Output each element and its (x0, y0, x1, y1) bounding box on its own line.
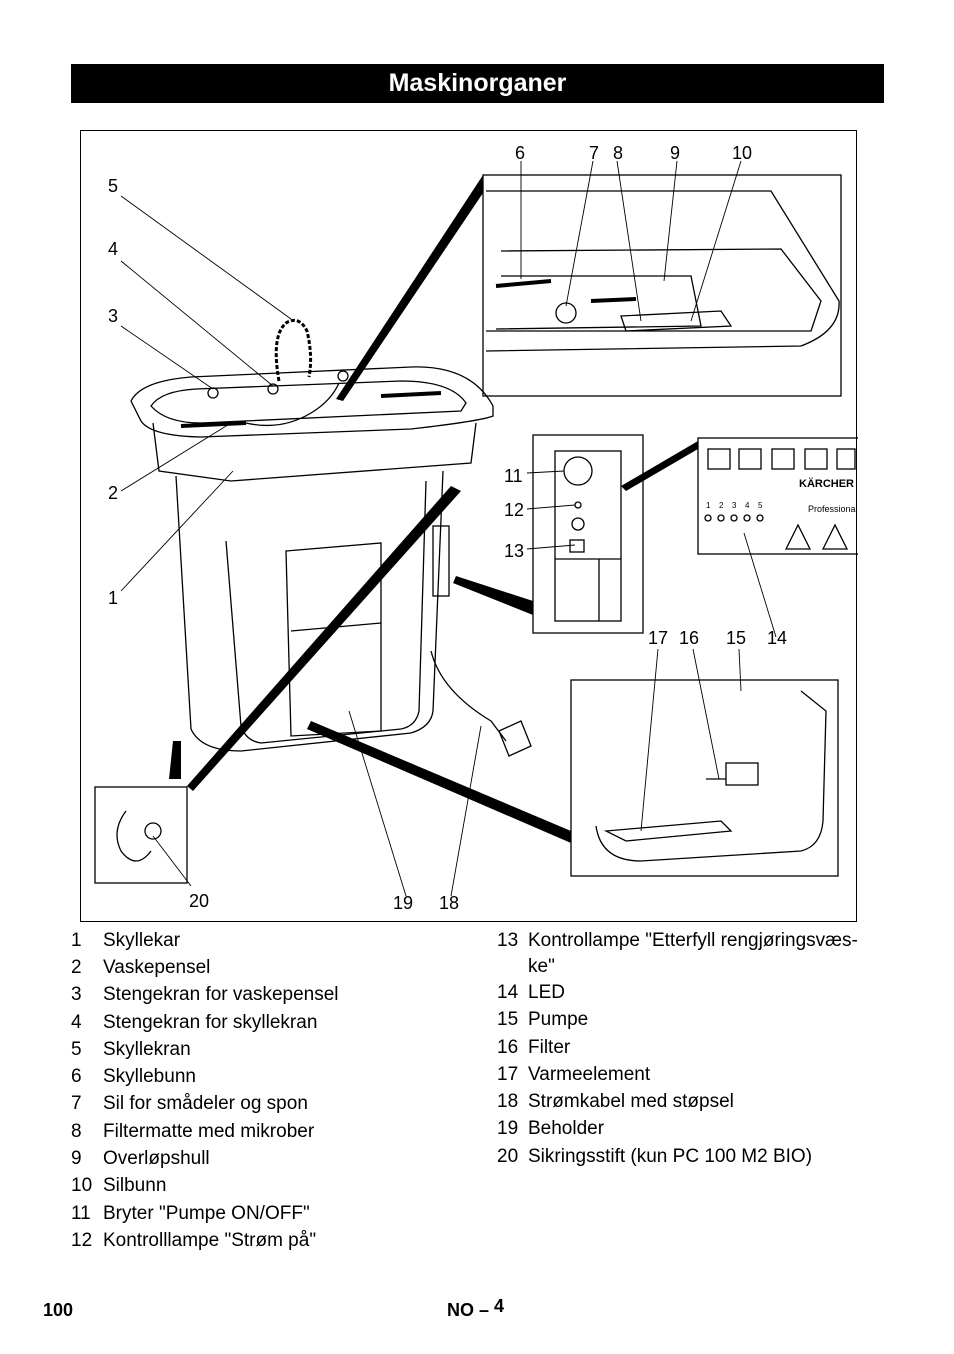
callout-11: 11 (504, 466, 523, 486)
callout-5: 5 (108, 176, 119, 196)
callout-19: 19 (393, 893, 414, 913)
callout-6: 6 (515, 143, 526, 163)
footer-subpage: 4 (494, 1296, 505, 1316)
brand-logo: KÄRCHER (799, 478, 854, 490)
panel-led-number: 2 (719, 501, 724, 510)
footer-section: NO – 4 (447, 1296, 504, 1321)
page-number: 100 (43, 1300, 74, 1320)
callout-4: 4 (108, 239, 119, 259)
callout-13: 13 (504, 541, 525, 561)
callout-7: 7 (589, 143, 600, 163)
footer-dash: – (479, 1300, 490, 1320)
callout-2: 2 (108, 483, 119, 503)
panel-led-number: 5 (758, 501, 763, 510)
callout-12: 12 (504, 500, 525, 520)
machine-illustration: 5 4 3 2 1 6 7 8 9 10 11 12 13 17 16 15 1… (80, 130, 858, 922)
callout-1: 1 (108, 588, 119, 608)
callout-3: 3 (108, 306, 119, 326)
callout-18: 18 (439, 893, 460, 913)
machine-drawing (94, 160, 858, 897)
panel-led-number: 3 (732, 501, 737, 510)
callout-14: 14 (767, 628, 788, 648)
callout-16: 16 (679, 628, 700, 648)
callout-20: 20 (189, 891, 210, 911)
callout-15: 15 (726, 628, 747, 648)
callout-10: 10 (732, 143, 753, 163)
page-title: Maskinorganer (71, 64, 884, 103)
footer-lang: NO (447, 1300, 474, 1320)
callout-9: 9 (670, 143, 681, 163)
professional-label: Professional (808, 504, 858, 514)
panel-led-number: 4 (745, 501, 750, 510)
panel-led-number: 1 (706, 501, 711, 510)
callout-8: 8 (613, 143, 624, 163)
callout-17: 17 (648, 628, 669, 648)
